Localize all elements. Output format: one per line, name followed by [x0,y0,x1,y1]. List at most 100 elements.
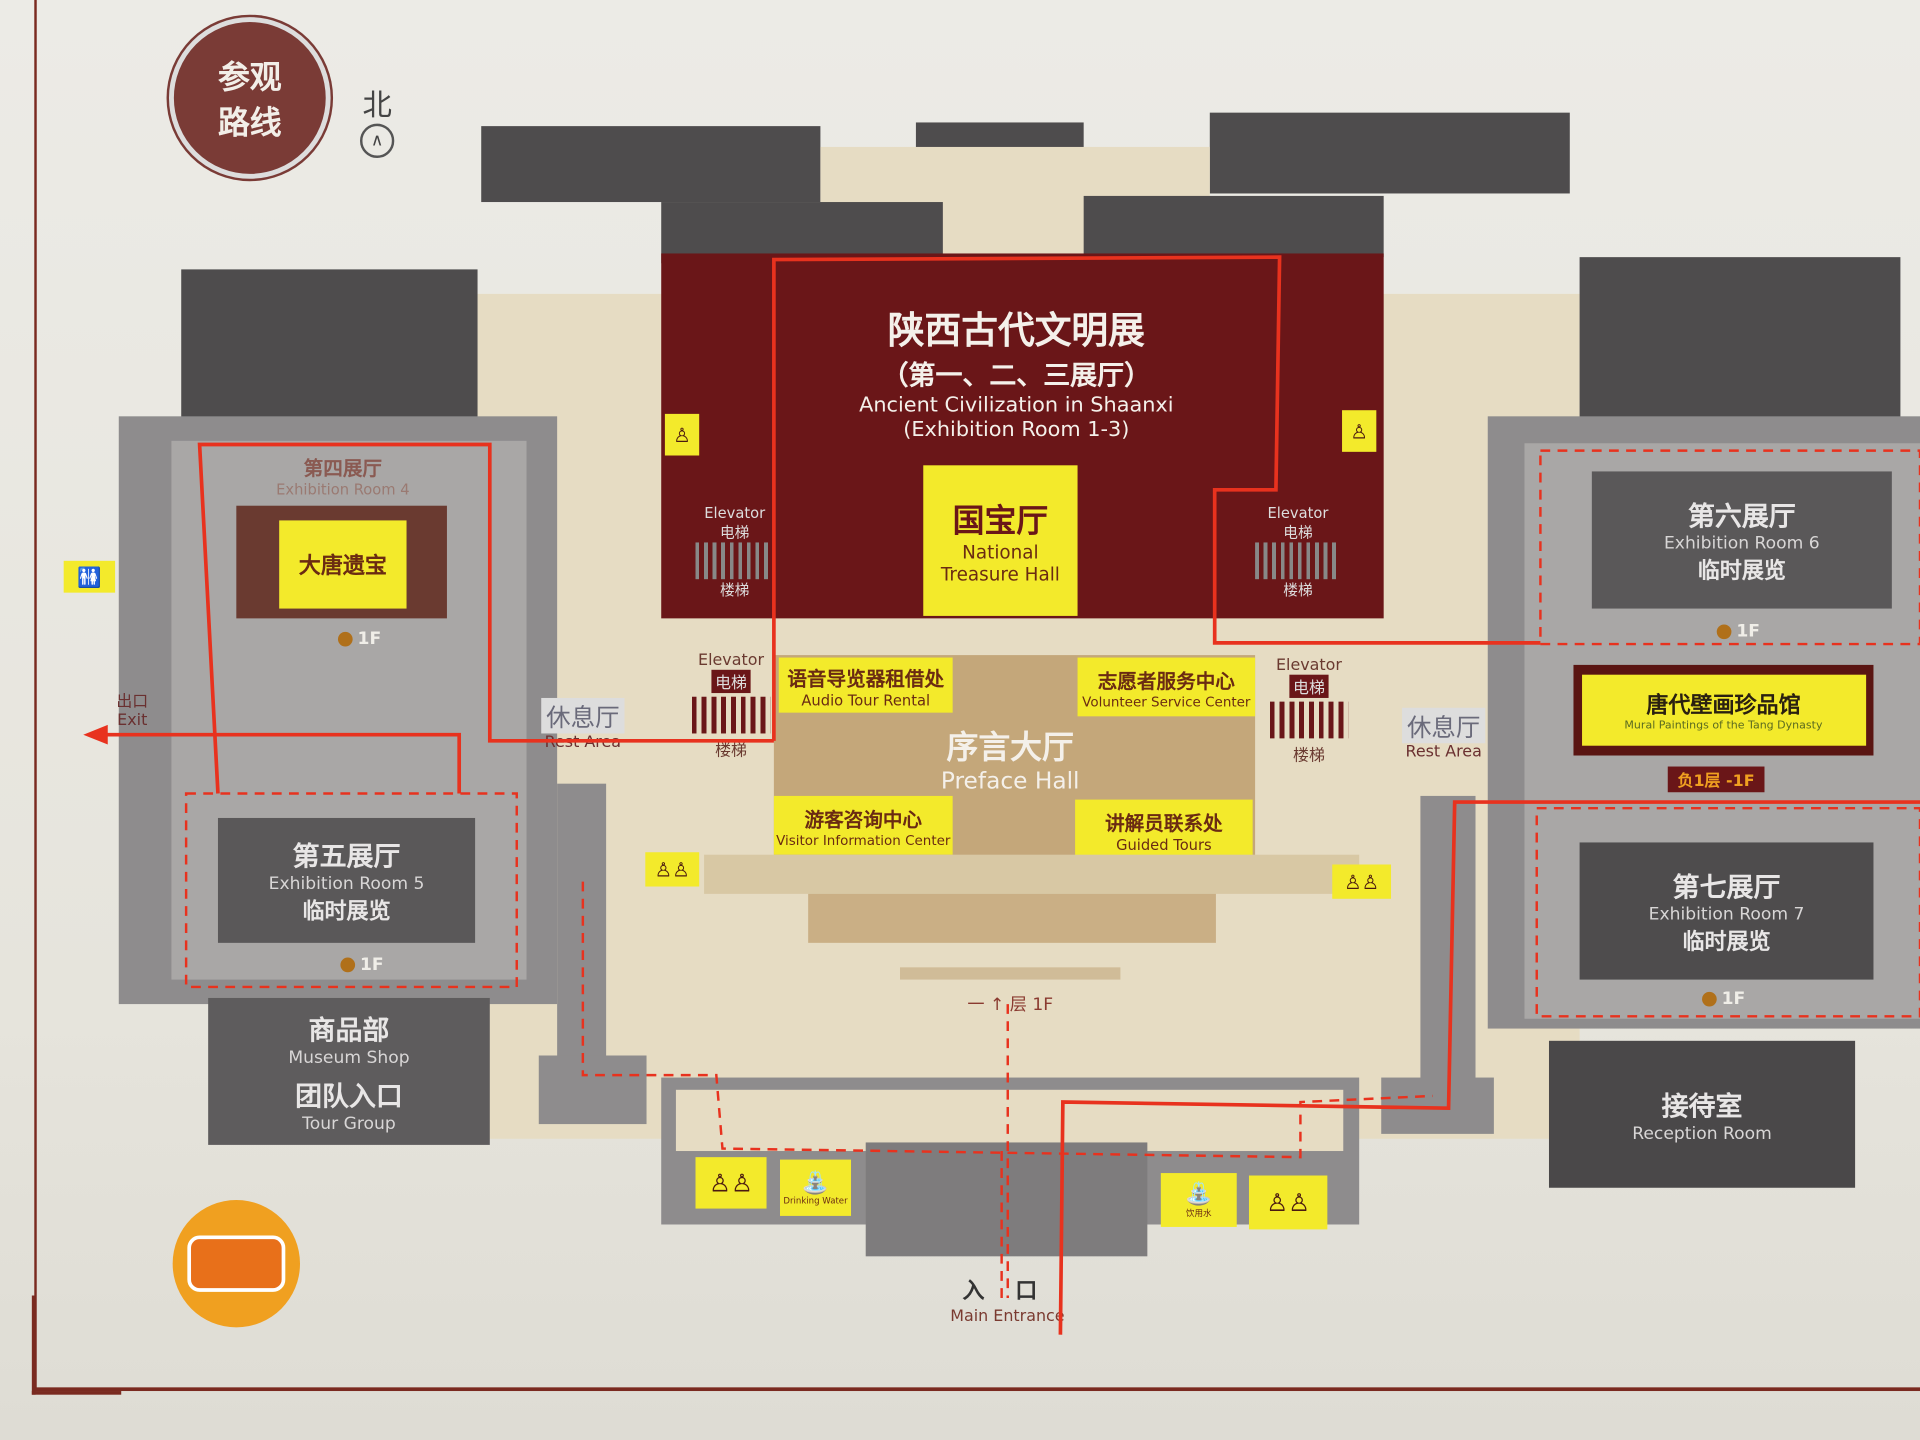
elevator-4: Elevator 电梯 楼梯 [1264,656,1355,765]
preface-en: Preface Hall [940,767,1080,795]
room6[interactable]: 第六展厅 Exhibition Room 6 临时展览 [1591,471,1892,609]
room5-zh: 第五展厅 [292,842,401,874]
museum-shop[interactable]: 商品部 Museum Shop 团队入口 Tour Group [208,997,490,1145]
room5[interactable]: 第五展厅 Exhibition Room 5 临时展览 [217,817,476,943]
room6-floor: 1F [1716,622,1760,642]
restroom-icon: ♙♙ [695,1157,767,1209]
frame-corner-ornament [31,1295,122,1395]
faucet-icon: ⛲ [1185,1181,1213,1207]
room6-en: Exhibition Room 6 [1663,533,1820,554]
building-block [1083,195,1384,258]
treasure-en2: Treasure Hall [940,563,1060,586]
building-block [181,269,478,441]
restroom-icon: ♙ [664,413,700,456]
building-block [481,126,821,203]
floor-label: 1F [1721,989,1746,1009]
main-hall-zh: 陕西古代文明展 [887,309,1145,353]
room7-zh: 第七展厅 [1672,873,1781,904]
elevator-zh: 电梯 [719,524,750,542]
room6-zh: 第六展厅 [1687,502,1796,533]
floor-label: 1F [1736,622,1760,642]
drinking-water-en: Drinking Water [783,1195,848,1206]
national-treasure-hall[interactable]: 国宝厅 National Treasure Hall [923,465,1078,616]
left-corridor [557,783,607,1090]
main-entrance-label[interactable]: Main Entrance [950,1307,1065,1327]
room4-zh: 第四展厅 [303,456,383,481]
route-badge: 参观 路线 [168,17,331,179]
elevator-en: Elevator [1275,656,1342,675]
stairs-icon [695,542,774,580]
elevator-2: Elevator 电梯 楼梯 [1251,504,1344,600]
building-block [1209,112,1570,194]
entrance-corridor [675,1089,1344,1152]
mural-hall[interactable]: 唐代壁画珍品馆 Mural Paintings of the Tang Dyna… [1573,664,1874,756]
entrance-zh-left: 入 [962,1278,985,1305]
preface-zh: 序言大厅 [946,729,1074,767]
main-hall-title: 陕西古代文明展 （第一、二、三展厅） Ancient Civilization … [784,300,1249,442]
stairs-icon [1269,701,1349,739]
room5-sub: 临时展览 [302,898,391,925]
mural-zh: 唐代壁画珍品馆 [1646,693,1801,719]
exit-zh: 出口 [116,693,149,712]
restroom-icon: ♙♙ [1248,1175,1328,1230]
shop-en: Museum Shop [288,1048,410,1068]
room7[interactable]: 第七展厅 Exhibition Room 7 临时展览 [1579,842,1874,980]
elevator-zh: 电梯 [711,669,751,694]
restroom-icon: ♙♙ [1332,864,1392,899]
main-hall-en-sub: (Exhibition Room 1-3) [903,417,1130,443]
floor-marker-left: 一 [967,995,985,1016]
mural-en: Mural Paintings of the Tang Dynasty [1624,720,1823,733]
room4-feature-tang-treasures[interactable]: 大唐遗宝 [279,520,407,609]
route-dashed [1539,449,1920,646]
elevator-zh: 电梯 [1283,524,1313,542]
lobby-band [704,854,1360,894]
room4-title: 第四展厅 Exhibition Room 4 [233,451,453,500]
service-en: Volunteer Service Center [1082,693,1251,710]
stairs-zh: 楼梯 [715,742,747,761]
tour-group-en: Tour Group [302,1114,396,1134]
building-block [1579,257,1901,435]
exit-en: Exit [117,711,148,730]
exit-label: 出口 Exit [116,688,148,730]
main-hall-zh-sub: （第一、二、三展厅） [881,361,1152,392]
route-dashed [184,792,518,989]
rest-zh: 休息厅 [541,697,625,734]
elevator-en: Elevator [1267,504,1329,522]
stairs-icon [691,696,771,734]
reception-en: Reception Room [1632,1124,1772,1144]
room7-en: Exhibition Room 7 [1648,904,1805,925]
badge-line2: 路线 [217,105,282,143]
room4-floor: 1F [337,629,382,649]
route-line [104,732,462,794]
elevator-en: Elevator [704,504,766,522]
route-line [197,442,774,794]
floor-icon [1702,991,1717,1007]
service-zh: 志愿者服务中心 [1097,669,1235,693]
restroom-icon: 🚻 [63,560,116,593]
frame-border-bottom [34,1387,1920,1392]
route-line [772,255,1541,741]
reception-room[interactable]: 接待室 Reception Room [1548,1040,1856,1188]
elevator-en: Elevator [698,651,765,670]
lobby-step [900,967,1121,980]
service-en: Guided Tours [1116,836,1212,854]
frame-border-left [34,0,37,1390]
stairs-zh: 楼梯 [1283,581,1313,599]
lobby-steps [808,893,1216,943]
floor-label: 1F [357,629,382,649]
north-arrow-icon: ∧ [360,123,395,158]
right-corridor [1420,795,1476,1090]
drinking-water-right: ⛲饮用水 [1160,1173,1237,1227]
floor-marker: 一 ↑ 层 1F [967,995,1054,1016]
bus-icon [172,1200,301,1328]
treasure-zh: 国宝厅 [952,503,1049,541]
elevator-zh: 电梯 [1289,674,1329,698]
room5-floor: 1F [340,955,384,975]
floor-icon [340,957,356,973]
